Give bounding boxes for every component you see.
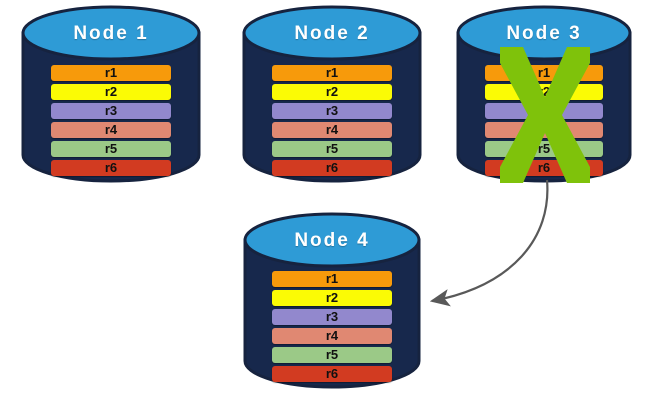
node-3-row-r2[interactable]: r2 <box>485 84 603 100</box>
node-2-row-r4[interactable]: r4 <box>272 122 392 138</box>
node-2-row-r6[interactable]: r6 <box>272 160 392 176</box>
node-4-row-r2[interactable]: r2 <box>272 290 392 306</box>
node-3-row-r3[interactable]: r3 <box>485 103 603 119</box>
node-2-row-r3[interactable]: r3 <box>272 103 392 119</box>
node-2-row-r1[interactable]: r1 <box>272 65 392 81</box>
node-4-row-r6[interactable]: r6 <box>272 366 392 382</box>
node-1-rows: r1 r2 r3 r4 r5 r6 <box>21 65 201 176</box>
node-2-row-r2[interactable]: r2 <box>272 84 392 100</box>
node-3-row-r6[interactable]: r6 <box>485 160 603 176</box>
node-4-rows: r1 r2 r3 r4 r5 r6 <box>243 271 421 382</box>
node-4-row-r5[interactable]: r5 <box>272 347 392 363</box>
node-4-row-r4[interactable]: r4 <box>272 328 392 344</box>
node-3-row-r4[interactable]: r4 <box>485 122 603 138</box>
node-3-rows: r1 r2 r3 r4 r5 r6 <box>456 65 632 176</box>
node-3-row-r5[interactable]: r5 <box>485 141 603 157</box>
node-1-row-r5[interactable]: r5 <box>51 141 171 157</box>
node-4[interactable]: Node 4 r1 r2 r3 r4 r5 r6 <box>243 212 421 389</box>
node-1-row-r3[interactable]: r3 <box>51 103 171 119</box>
arrow-path <box>429 179 549 307</box>
node-4-row-r3[interactable]: r3 <box>272 309 392 325</box>
node-1-row-r1[interactable]: r1 <box>51 65 171 81</box>
node-2[interactable]: Node 2 r1 r2 r3 r4 r5 r6 <box>242 5 422 183</box>
node-1[interactable]: Node 1 r1 r2 r3 r4 r5 r6 <box>21 5 201 183</box>
node-3-row-r1[interactable]: r1 <box>485 65 603 81</box>
node-1-row-r4[interactable]: r4 <box>51 122 171 138</box>
node-1-row-r6[interactable]: r6 <box>51 160 171 176</box>
node-2-row-r5[interactable]: r5 <box>272 141 392 157</box>
node-4-row-r1[interactable]: r1 <box>272 271 392 287</box>
node-3[interactable]: Node 3 r1 r2 r3 r4 r5 r6 <box>456 5 632 183</box>
node-2-rows: r1 r2 r3 r4 r5 r6 <box>242 65 422 176</box>
node-1-row-r2[interactable]: r2 <box>51 84 171 100</box>
